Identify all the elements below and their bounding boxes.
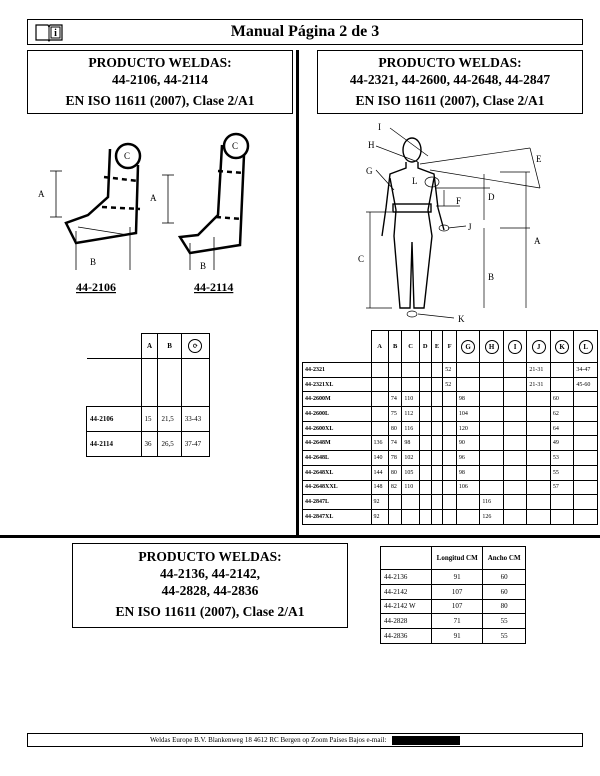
sleeve-44-2106	[64, 142, 142, 245]
right-product-box: PRODUCTO WELDAS: 44-2321, 44-2600, 44-26…	[317, 50, 583, 114]
table-row: 44-2106 15 21,5 33-43	[86, 406, 211, 432]
page-header: i Manual Página 2 de 3	[27, 19, 583, 45]
body-outline	[381, 137, 445, 309]
right-product-standard: EN ISO 11611 (2007), Clase 2/A1	[355, 93, 545, 108]
sleeve1-code: 44-2106	[76, 280, 116, 294]
left-product-box: PRODUCTO WELDAS: 44-2106, 44-2114 EN ISO…	[27, 50, 293, 114]
sleeve-44-2114	[177, 132, 250, 255]
bottom-product-standard: EN ISO 11611 (2007), Clase 2/A1	[115, 604, 305, 619]
body-figure-diagram: I H G L E F D J A C B K	[358, 122, 542, 324]
sleeve2-label-a: A	[150, 193, 157, 203]
circumference-g-icon: G	[461, 339, 476, 354]
col-longitud: Longitud CM	[430, 546, 484, 570]
sleeve-size-table: A B ⟳ 44-2106 15 21,5 33-43 44-2114 36 2…	[86, 333, 211, 457]
svg-text:i: i	[54, 28, 57, 39]
table-header-row: A B ⟳	[87, 333, 211, 359]
page-footer: Weldas Europe B.V. Blankenweg 18 4612 RC…	[27, 733, 583, 747]
fig-label-e: E	[536, 154, 542, 164]
sleeve2-code: 44-2114	[194, 280, 233, 294]
fig-label-j: J	[468, 222, 472, 232]
left-product-codes: 44-2106, 44-2114	[112, 72, 208, 87]
col-a: A	[140, 333, 159, 359]
fig-label-f: F	[456, 196, 461, 206]
col-b: B	[157, 333, 182, 359]
sleeve-diagram: C A B 44-2106 C A B 44-2114	[38, 132, 250, 294]
circumference-j-icon: J	[531, 339, 546, 354]
table-header-row: A B C D E F G H I J K L	[303, 330, 598, 363]
table-spacer-row	[86, 358, 211, 407]
col-rotation: ⟳	[180, 333, 211, 359]
sleeve2-label-b: B	[200, 261, 206, 271]
bottom-product-codes-1: 44-2136, 44-2142,	[159, 566, 261, 581]
sleeve2-label-c: C	[232, 141, 238, 151]
sleeve1-label-b: B	[90, 257, 96, 267]
fig-label-a: A	[534, 236, 541, 246]
bottom-product-title: PRODUCTO WELDAS:	[138, 549, 282, 564]
circumference-icon: ⟳	[188, 339, 203, 353]
fig-label-g: G	[366, 166, 373, 176]
right-product-title: PRODUCTO WELDAS:	[378, 55, 522, 70]
book-info-icon: i	[35, 24, 63, 42]
table-row: 44-2114 36 26,5 37-47	[86, 431, 211, 457]
left-product-standard: EN ISO 11611 (2007), Clase 2/A1	[65, 93, 255, 108]
fig-label-d: D	[488, 192, 495, 202]
sleeve1-label-a: A	[38, 189, 45, 199]
sleeve1-label-c: C	[124, 151, 130, 161]
circumference-l-icon: L	[578, 339, 593, 354]
fig-label-c: C	[358, 254, 364, 264]
page-title: Manual Página 2 de 3	[230, 23, 380, 40]
measure-lines	[366, 127, 541, 319]
bottom-product-codes-2: 44-2828, 44-2836	[161, 583, 259, 598]
vertical-divider	[296, 50, 299, 535]
table-header-row: Longitud CM Ancho CM	[380, 546, 526, 570]
redacted-email	[392, 735, 461, 745]
fig-label-b: B	[488, 272, 494, 282]
left-product-title: PRODUCTO WELDAS:	[88, 55, 232, 70]
horizontal-divider	[0, 535, 600, 538]
col-ancho: Ancho CM	[482, 546, 526, 570]
fig-label-h: H	[368, 140, 375, 150]
fig-label-i: I	[378, 122, 381, 132]
circumference-h-icon: H	[484, 339, 499, 354]
right-product-codes: 44-2321, 44-2600, 44-2648, 44-2847	[349, 72, 551, 87]
circumference-k-icon: K	[555, 339, 570, 354]
fig-label-k: K	[458, 314, 465, 324]
circumference-i-icon: I	[508, 339, 523, 354]
fig-label-l: L	[412, 176, 418, 186]
bottom-product-box: PRODUCTO WELDAS: 44-2136, 44-2142, 44-28…	[72, 543, 348, 628]
footer-address: Weldas Europe B.V. Blankenweg 18 4612 RC…	[149, 736, 387, 744]
